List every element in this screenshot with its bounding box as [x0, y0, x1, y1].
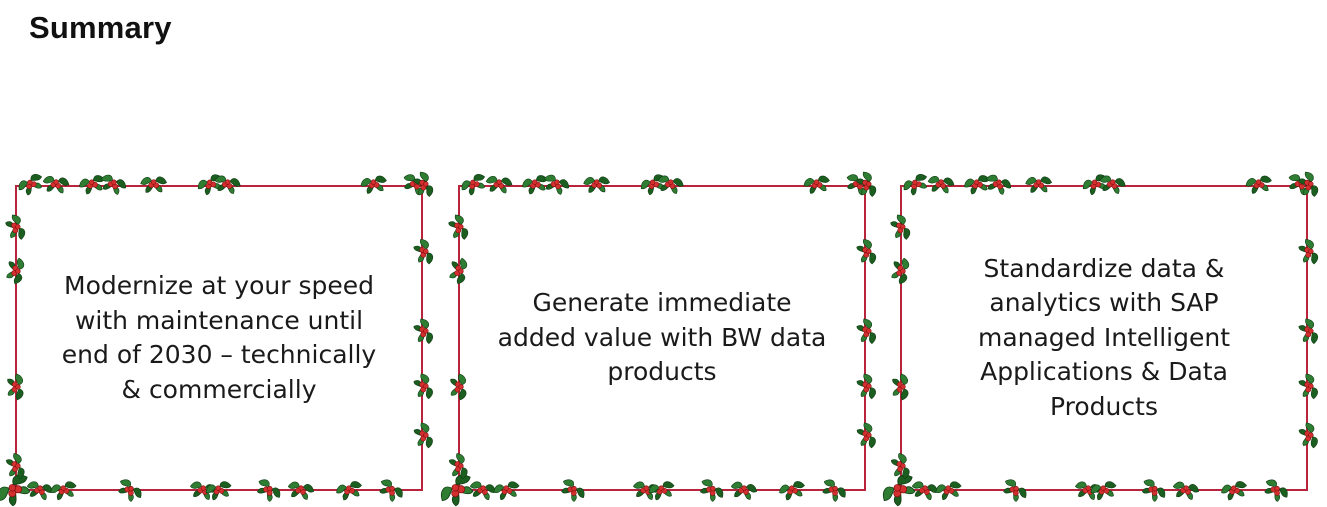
summary-card-3: Standardize data & analytics with SAP ma… [900, 185, 1308, 491]
summary-card-1: Modernize at your speed with maintenance… [15, 185, 423, 491]
summary-card-text: Modernize at your speed with maintenance… [61, 271, 377, 404]
summary-card-text: Generate immediate added value with BW d… [497, 288, 827, 387]
summary-card-2: Generate immediate added value with BW d… [458, 185, 866, 491]
page-title: Summary [29, 10, 172, 45]
summary-card-text: Standardize data & analytics with SAP ma… [977, 253, 1231, 421]
